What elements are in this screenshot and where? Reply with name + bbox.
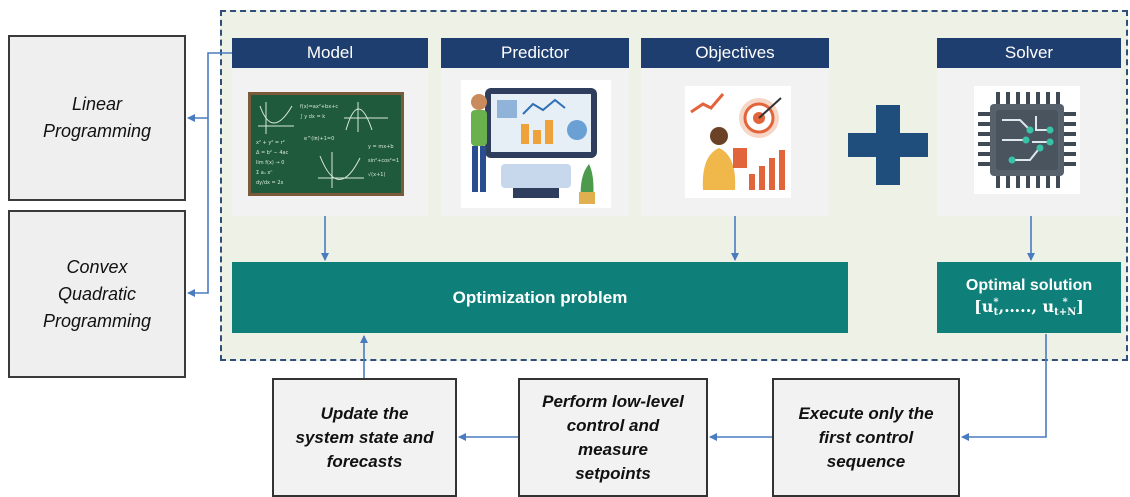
objectives-card: Objectives [641,38,829,216]
objectives-card-header: Objectives [641,38,829,68]
svg-text:dy/dx = 2x: dy/dx = 2x [256,180,283,186]
svg-text:e^(iπ)+1=0: e^(iπ)+1=0 [304,136,334,142]
predictor-card-header: Predictor [441,38,629,68]
target-goals-illustration [685,86,791,198]
model-card: Model f(x)=ax²+bx+c ∫ y dx = k x² + y² =… [232,38,428,216]
chalkboard-illustration: f(x)=ax²+bx+c ∫ y dx = k x² + y² = r² Δ … [248,92,404,196]
solver-card: Solver [937,38,1121,216]
update-system-state-box: Update the system state and forecasts [272,378,457,497]
svg-text:y = mx+b: y = mx+b [368,144,394,150]
model-card-header: Model [232,38,428,68]
solver-card-header: Solver [937,38,1121,68]
analytics-dashboard-illustration [461,80,611,208]
svg-text:√(x+1): √(x+1) [368,172,385,178]
svg-text:sin²+cos²=1: sin²+cos²=1 [368,158,399,164]
convex-quadratic-programming-box: Convex Quadratic Programming [8,210,186,378]
svg-text:Σ aₙ xⁿ: Σ aₙ xⁿ [256,170,272,176]
optimal-solution-formula: [u*t,….., u*t+N] [974,296,1084,318]
svg-text:∫ y dx = k: ∫ y dx = k [300,114,325,120]
model-to-methods-arrow [187,52,232,297]
svg-text:x² + y² = r²: x² + y² = r² [256,140,285,146]
perform-low-level-control-box: Perform low-level control and measure se… [518,378,708,497]
svg-text:lim f(x) → 0: lim f(x) → 0 [256,160,284,166]
solution-to-execute-arrow [961,334,1047,441]
optimal-solution-box: Optimal solution [u*t,….., u*t+N] [937,262,1121,333]
predictor-card: Predictor [441,38,629,216]
execute-first-control-box: Execute only the first control sequence [772,378,960,497]
plus-icon [848,105,928,185]
optimization-problem-box: Optimization problem [232,262,848,333]
optimal-solution-label: Optimal solution [965,277,1093,295]
processor-chip-icon [974,86,1080,194]
svg-text:f(x)=ax²+bx+c: f(x)=ax²+bx+c [300,104,338,110]
svg-text:Δ = b² − 4ac: Δ = b² − 4ac [256,150,289,156]
linear-programming-box: Linear Programming [8,35,186,201]
